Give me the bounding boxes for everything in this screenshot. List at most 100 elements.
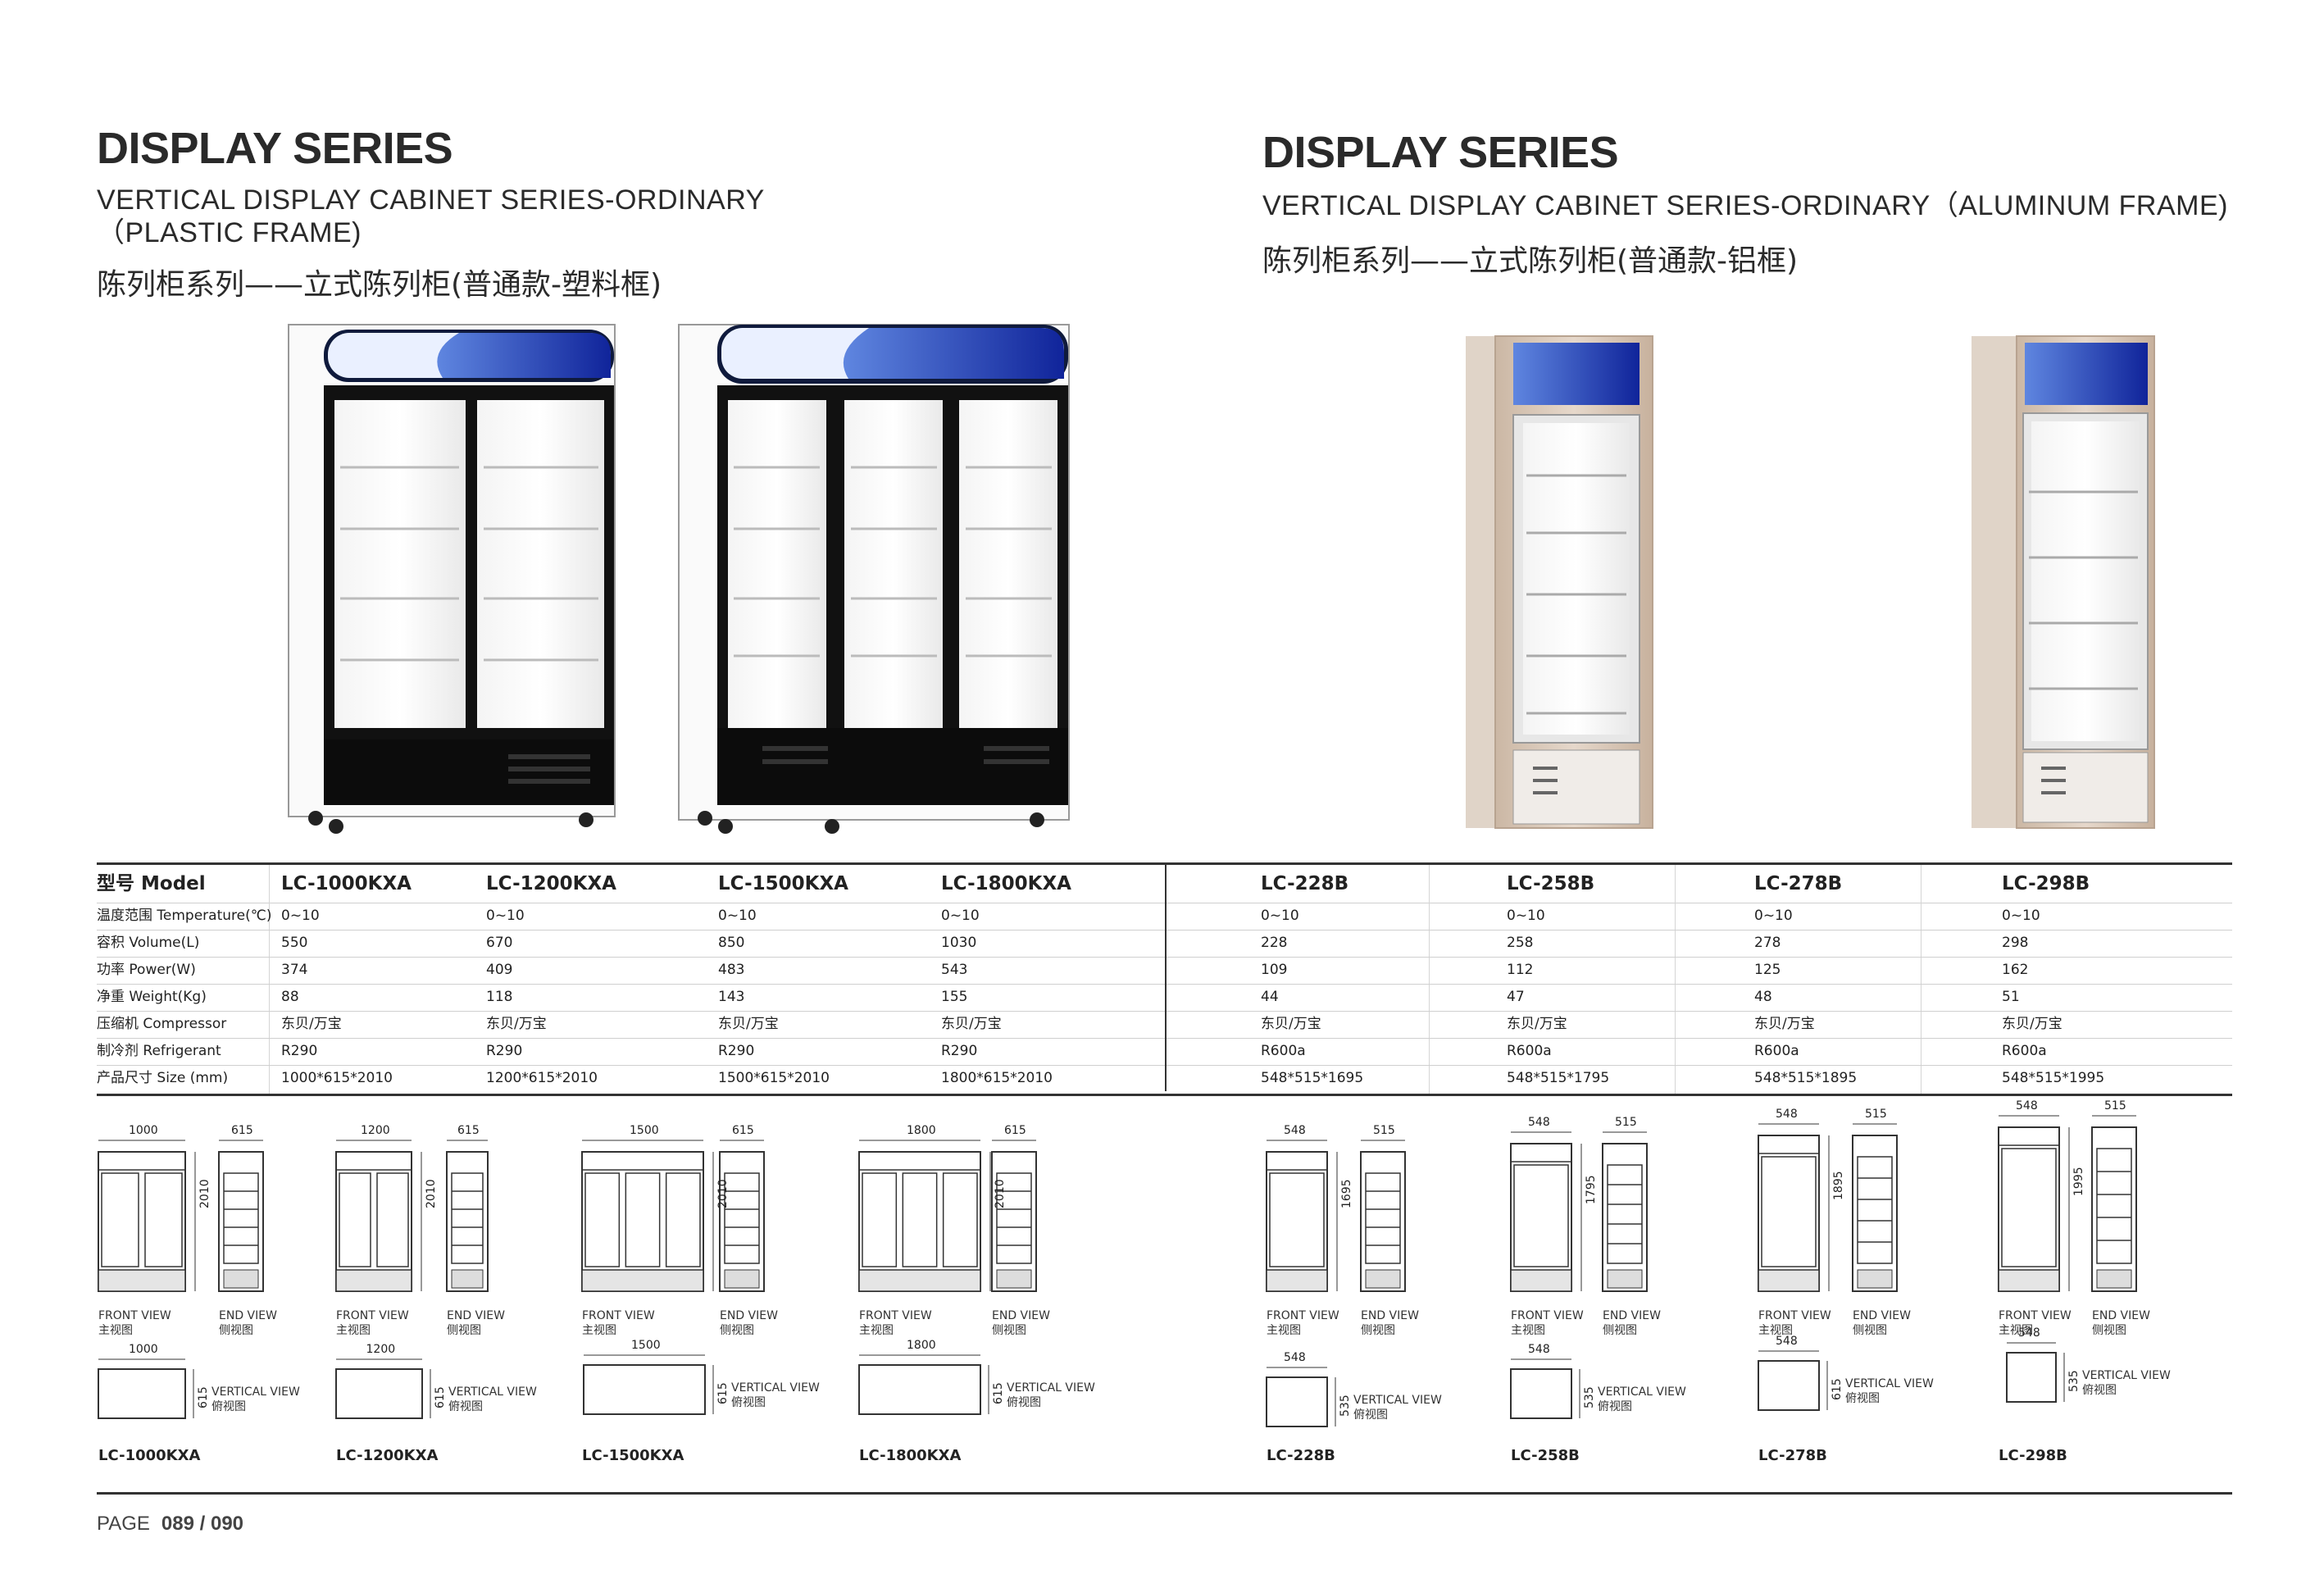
- top-depth-dimension: 615: [992, 1382, 1005, 1404]
- depth-dimension: 615: [231, 1124, 253, 1137]
- end-view-label: END VIEW: [1361, 1309, 1419, 1322]
- vertical-view-label-cn: 俯视图: [731, 1396, 766, 1409]
- width-dimension: 1200: [361, 1124, 390, 1137]
- spec-row-label: 温度范围 Temperature(℃): [97, 908, 272, 924]
- top-width-dimension: 1000: [129, 1343, 158, 1356]
- end-view-label: END VIEW: [992, 1309, 1050, 1322]
- height-dimension: 1995: [2072, 1167, 2085, 1196]
- vertical-view-label: VERTICAL VIEW: [1007, 1381, 1095, 1395]
- left-subtitle-cn: 陈列柜系列——立式陈列柜(普通款-塑料框): [97, 268, 662, 302]
- height-dimension: 2010: [198, 1179, 211, 1208]
- vertical-view-label-cn: 俯视图: [448, 1400, 483, 1413]
- front-view-label-cn: 主视图: [98, 1324, 133, 1337]
- drawing-model-label: LC-278B: [1758, 1447, 1827, 1464]
- footer-rule: [97, 1492, 2232, 1495]
- model-header: LC-1800KXA: [941, 873, 1071, 894]
- vertical-view-label: VERTICAL VIEW: [1353, 1394, 1442, 1407]
- end-view-label-cn: 侧视图: [1361, 1324, 1395, 1337]
- top-width-dimension: 548: [1776, 1335, 1798, 1348]
- right-heading: DISPLAY SERIES VERTICAL DISPLAY CABINET …: [1262, 127, 2228, 280]
- right-subtitle-line1: VERTICAL DISPLAY CABINET SERIES-ORDINARY…: [1262, 190, 2228, 221]
- spec-cell: 278: [1754, 935, 1781, 951]
- spec-cell: 670: [486, 935, 513, 951]
- vertical-view-label-cn: 俯视图: [1007, 1396, 1041, 1409]
- spec-cell: 0~10: [718, 908, 757, 924]
- spec-cell: 44: [1261, 989, 1279, 1005]
- front-view-label-cn: 主视图: [1267, 1324, 1301, 1337]
- end-view-label-cn: 侧视图: [1853, 1324, 1887, 1337]
- spec-cell: R600a: [1507, 1043, 1552, 1059]
- top-depth-dimension: 535: [1583, 1386, 1596, 1408]
- left-subtitle-line2: （PLASTIC FRAME): [97, 217, 362, 248]
- vertical-view-label-cn: 俯视图: [1845, 1392, 1880, 1405]
- front-view-label-cn: 主视图: [1999, 1324, 2033, 1337]
- row-label-model: 型号 Model: [97, 873, 206, 894]
- front-view-label: FRONT VIEW: [1511, 1309, 1584, 1322]
- vertical-view-label: VERTICAL VIEW: [211, 1386, 300, 1399]
- end-view-label-cn: 侧视图: [447, 1324, 481, 1337]
- depth-dimension: 615: [457, 1124, 480, 1137]
- spec-cell: 东贝/万宝: [718, 1016, 779, 1032]
- spec-cell: 51: [2002, 989, 2020, 1005]
- vertical-view-label: VERTICAL VIEW: [731, 1381, 820, 1395]
- top-depth-dimension: 535: [2067, 1370, 2081, 1392]
- spec-cell: 东贝/万宝: [281, 1016, 342, 1032]
- spec-row-label: 产品尺寸 Size (mm): [97, 1070, 229, 1086]
- spec-cell: 112: [1507, 962, 1534, 978]
- left-title: DISPLAY SERIES: [97, 124, 453, 173]
- end-view-label: END VIEW: [1603, 1309, 1661, 1322]
- width-dimension: 548: [1528, 1116, 1550, 1129]
- drawing-model-label: LC-1000KXA: [98, 1447, 201, 1464]
- spec-cell: 东贝/万宝: [1507, 1016, 1567, 1032]
- end-view-label-cn: 侧视图: [720, 1324, 754, 1337]
- spec-table: 型号 Model LC-1000KXA LC-1200KXA LC-1500KX…: [97, 862, 2232, 1096]
- top-width-dimension: 1500: [631, 1339, 661, 1352]
- front-view-label: FRONT VIEW: [336, 1309, 409, 1322]
- top-width-dimension: 1200: [366, 1343, 396, 1356]
- drawing-model-label: LC-1200KXA: [336, 1447, 439, 1464]
- spec-cell: 0~10: [1261, 908, 1299, 924]
- end-view-label: END VIEW: [2092, 1309, 2150, 1322]
- spec-cell: 1030: [941, 935, 977, 951]
- front-view-label-cn: 主视图: [1758, 1324, 1793, 1337]
- spec-row-label: 制冷剂 Refrigerant: [97, 1043, 221, 1059]
- model-header: LC-278B: [1754, 873, 1843, 894]
- height-dimension: 1895: [1832, 1171, 1845, 1200]
- spec-cell: R600a: [1754, 1043, 1799, 1059]
- spec-cell: 东贝/万宝: [941, 1016, 1002, 1032]
- spec-cell: 548*515*1995: [2002, 1070, 2105, 1086]
- depth-dimension: 615: [732, 1124, 754, 1137]
- spec-cell: 东贝/万宝: [1754, 1016, 1815, 1032]
- spec-row-label: 净重 Weight(Kg): [97, 989, 207, 1005]
- page-number-value: 089 / 090: [161, 1513, 244, 1535]
- vertical-view-label-cn: 俯视图: [1598, 1400, 1632, 1413]
- spec-cell: R290: [718, 1043, 755, 1059]
- width-dimension: 1500: [630, 1124, 659, 1137]
- front-view-label-cn: 主视图: [582, 1324, 616, 1337]
- model-header: LC-1500KXA: [718, 873, 848, 894]
- spec-cell: 东贝/万宝: [2002, 1016, 2062, 1032]
- right-title: DISPLAY SERIES: [1262, 128, 1619, 177]
- depth-dimension: 615: [1004, 1124, 1026, 1137]
- end-view-label: END VIEW: [219, 1309, 277, 1322]
- left-subtitle-line1: VERTICAL DISPLAY CABINET SERIES-ORDINARY: [97, 184, 765, 216]
- spec-cell: 东贝/万宝: [486, 1016, 547, 1032]
- spec-cell: 548*515*1695: [1261, 1070, 1364, 1086]
- spec-cell: 125: [1754, 962, 1781, 978]
- height-dimension: 2010: [425, 1179, 438, 1208]
- spec-cell: 258: [1507, 935, 1534, 951]
- spec-cell: R600a: [1261, 1043, 1306, 1059]
- spec-cell: 1200*615*2010: [486, 1070, 598, 1086]
- front-view-label: FRONT VIEW: [1267, 1309, 1339, 1322]
- vertical-view-label: VERTICAL VIEW: [448, 1386, 537, 1399]
- spec-cell: 0~10: [1754, 908, 1793, 924]
- drawing-model-label: LC-298B: [1999, 1447, 2067, 1464]
- model-header: LC-1000KXA: [281, 873, 412, 894]
- model-header: LC-1200KXA: [486, 873, 616, 894]
- front-view-label: FRONT VIEW: [1999, 1309, 2072, 1322]
- front-view-label-cn: 主视图: [859, 1324, 894, 1337]
